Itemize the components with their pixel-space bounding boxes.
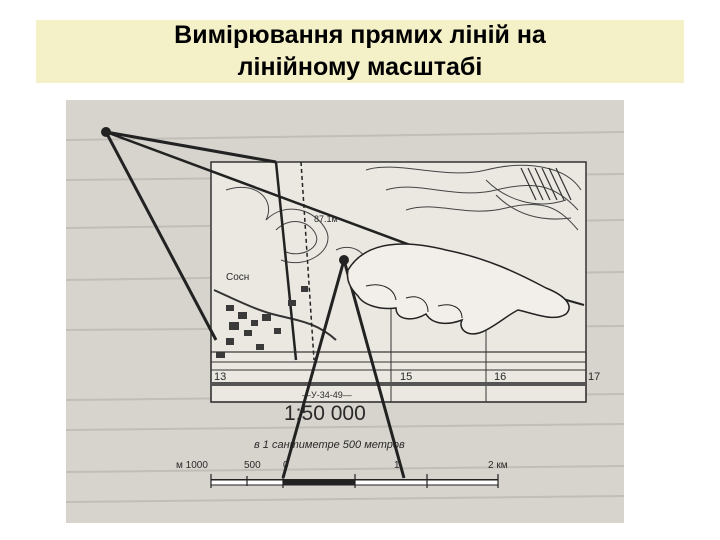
measuring-illustration: Сосн 87.1м 13 15 16 17 —У-34-49— — [66, 100, 624, 523]
scale-caption: в 1 сантиметре 500 метров — [254, 439, 405, 451]
hand-drawing — [346, 243, 570, 335]
scale-tick-1000: м 1000 — [176, 460, 208, 471]
river-line — [213, 289, 337, 341]
scale-tick-1: 1 — [394, 460, 400, 471]
road-dashed — [300, 161, 315, 361]
grid-label-15: 15 — [400, 371, 412, 383]
scale-tick-500: 500 — [244, 460, 261, 471]
slide-title: Вимірювання прямих ліній на лінійному ма… — [36, 19, 684, 83]
title-line-2: лінійному масштабі — [237, 53, 483, 81]
grid-label-16: 16 — [494, 371, 506, 383]
scale-tick-2km: 2 км — [488, 460, 508, 471]
title-band — [36, 20, 684, 83]
sheet-number: —У-34-49— — [302, 390, 352, 400]
dividers-on-scale — [281, 255, 406, 479]
scale-ratio: 1:50 000 — [284, 402, 366, 425]
height-label: 87.1м — [314, 214, 338, 224]
settlement-blocks — [216, 286, 308, 358]
grid-label-17: 17 — [588, 371, 600, 383]
contour-lines — [225, 164, 582, 281]
map-margin — [210, 351, 587, 403]
illustration-svg: Сосн 87.1м 13 15 16 17 —У-34-49— — [66, 100, 624, 523]
grid-label-13: 13 — [214, 371, 226, 383]
linear-scale: м 1000 500 0 1 2 км — [176, 460, 508, 488]
place-label: Сосн — [226, 272, 249, 283]
sheet-frame-bar — [211, 382, 586, 386]
hill-hatching — [520, 167, 572, 201]
road-line — [274, 161, 298, 361]
title-line-1: Вимірювання прямих ліній на — [174, 21, 546, 49]
